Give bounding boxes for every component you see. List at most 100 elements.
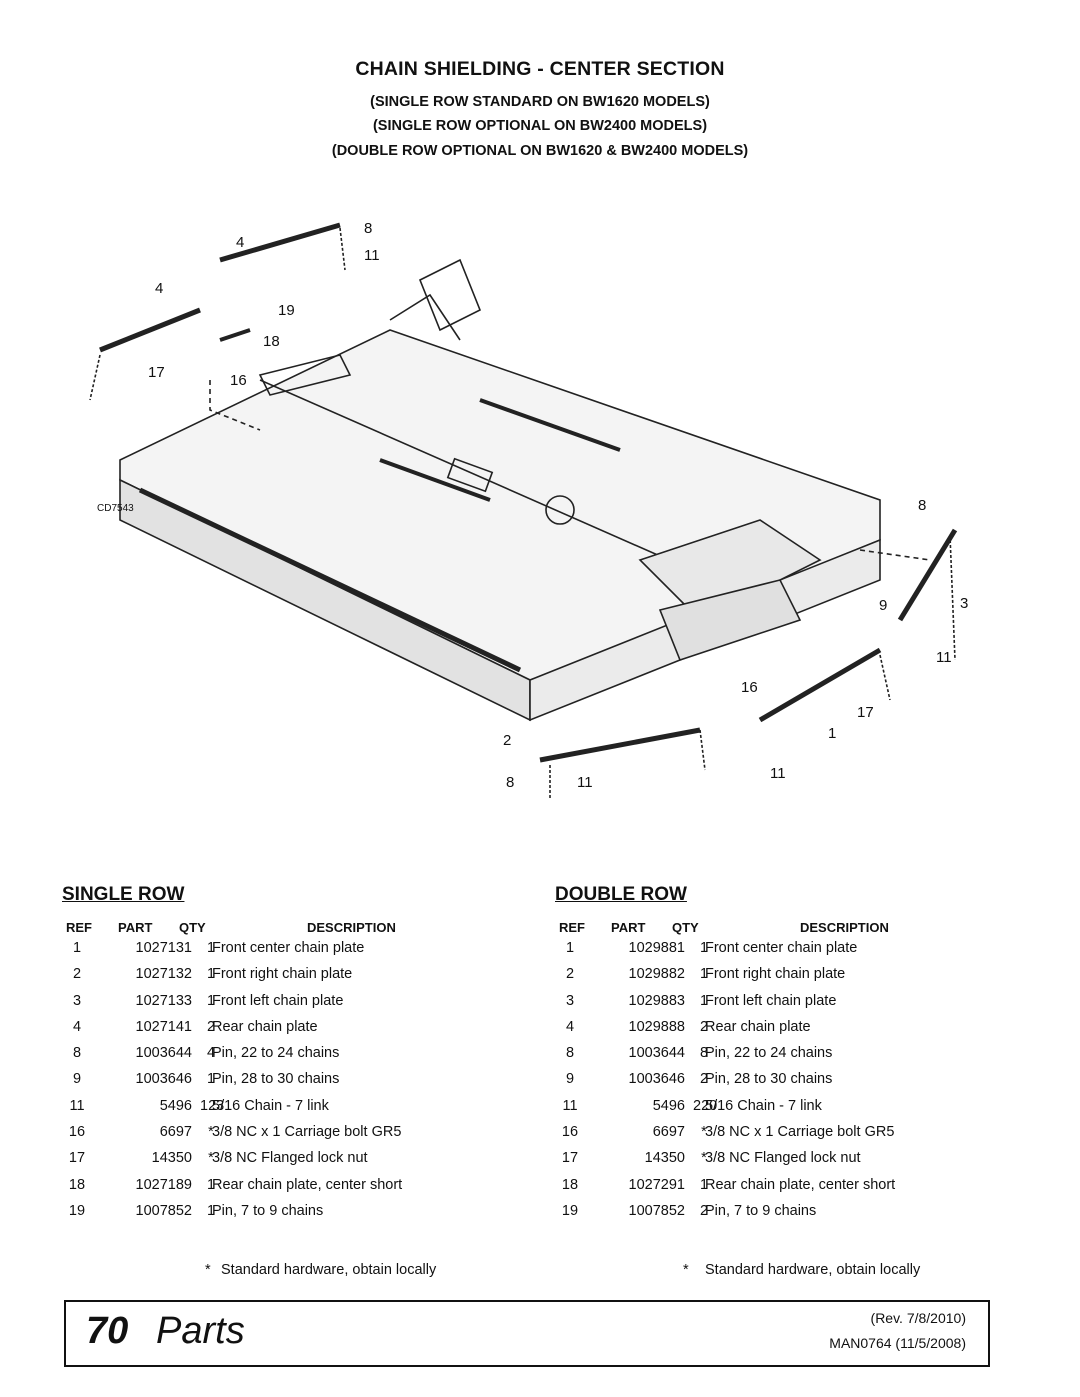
description: 3/8 NC Flanged lock nut <box>212 1150 368 1167</box>
description: Front center chain plate <box>705 940 858 956</box>
description: 3/8 NC x 1 Carriage bolt GR5 <box>705 1124 895 1141</box>
chain-strand-2 <box>339 227 346 271</box>
qty: * <box>701 1150 707 1167</box>
ref: 9 <box>565 1071 575 1088</box>
double-note-asterisk: * <box>683 1262 689 1278</box>
header-qty: QTY <box>179 920 206 935</box>
part: 1003644 <box>135 1045 192 1062</box>
callout-11a: 11 <box>364 247 380 264</box>
description: Front right chain plate <box>212 966 353 983</box>
description: Rear chain plate, center short <box>705 1176 896 1193</box>
drawing-code: CD7543 <box>97 503 134 514</box>
ref: 4 <box>565 1018 575 1035</box>
front-center-chain-plate <box>758 647 882 723</box>
deck-rib-2 <box>479 398 621 452</box>
qty: 1 <box>699 992 709 1009</box>
callout-4a: 4 <box>236 234 244 251</box>
front-left-chain-plate <box>897 528 958 622</box>
double-row-title: DOUBLE ROW <box>555 884 687 905</box>
description: Pin, 7 to 9 chains <box>212 1202 324 1219</box>
chain-strand-6 <box>699 729 706 771</box>
qty: 1 <box>206 966 216 983</box>
callout-8a: 8 <box>364 220 372 237</box>
qty: 1 <box>206 1202 216 1219</box>
description: Front right chain plate <box>705 966 846 983</box>
tail-wheel-frame <box>638 519 822 621</box>
part: 1029883 <box>628 992 685 1009</box>
description: Rear chain plate <box>705 1018 811 1035</box>
description: Pin, 28 to 30 chains <box>212 1071 340 1088</box>
description: Pin, 22 to 24 chains <box>212 1045 340 1062</box>
deck-rib-1 <box>379 458 491 502</box>
part: 1027189 <box>135 1176 192 1193</box>
qty: 2 <box>699 1018 709 1035</box>
ref: 2 <box>72 966 82 983</box>
callout-8b: 8 <box>918 497 926 514</box>
rear-hitch <box>418 258 482 332</box>
qty: 1 <box>206 992 216 1009</box>
deck-access-plate <box>446 457 494 493</box>
header-qty: QTY <box>672 920 699 935</box>
double-note-text: Standard hardware, obtain locally <box>705 1262 921 1278</box>
description: Pin, 7 to 9 chains <box>705 1202 817 1219</box>
section-name: Parts <box>156 1310 245 1352</box>
ref: 11 <box>69 1097 85 1114</box>
ref: 16 <box>561 1124 579 1141</box>
page-title: CHAIN SHIELDING - CENTER SECTION <box>355 58 725 80</box>
callout-3: 3 <box>960 595 968 612</box>
rear-chain-plate-upper <box>219 222 341 263</box>
ref: 1 <box>72 940 82 956</box>
description: Pin, 28 to 30 chains <box>705 1071 833 1088</box>
front-right-chain-plate <box>539 727 701 763</box>
qty: 1 <box>699 940 709 956</box>
assembly-line-1 <box>209 380 261 431</box>
deck-spindle-ring <box>545 495 575 525</box>
description: 5/16 Chain - 7 link <box>212 1097 329 1114</box>
callout-8c: 8 <box>506 774 514 791</box>
single-note-text: Standard hardware, obtain locally <box>221 1262 437 1278</box>
ref: 19 <box>561 1202 579 1219</box>
part: 1003646 <box>628 1071 685 1088</box>
ref: 19 <box>68 1202 86 1219</box>
callout-17b: 17 <box>857 704 874 721</box>
assembly-line-2 <box>859 549 931 561</box>
ref: 3 <box>72 992 82 1009</box>
part: 14350 <box>644 1150 685 1167</box>
qty: 2 <box>206 1018 216 1035</box>
chain-strand-1 <box>89 354 101 401</box>
callout-18: 18 <box>263 333 280 350</box>
part: 1027132 <box>135 966 192 983</box>
qty: 1 <box>699 1176 709 1193</box>
header-part: PART <box>611 920 646 935</box>
part: 1027291 <box>628 1176 685 1193</box>
qty: 2 <box>699 1071 709 1088</box>
part: 1029881 <box>628 940 685 956</box>
qty: 1 <box>206 1071 216 1088</box>
ref: 11 <box>562 1097 578 1114</box>
qty: 1 <box>699 966 709 983</box>
callout-1: 1 <box>828 725 836 742</box>
part: 5496 <box>159 1097 192 1114</box>
part: 1007852 <box>135 1202 192 1219</box>
rear-chain-plate-left <box>99 307 201 353</box>
part: 1027141 <box>135 1018 192 1035</box>
ref: 8 <box>72 1045 82 1062</box>
part: 1003644 <box>628 1045 685 1062</box>
ref: 9 <box>72 1071 82 1088</box>
table-header: REF PART QTY DESCRIPTION <box>62 920 482 940</box>
qty: 220 <box>693 1097 718 1114</box>
